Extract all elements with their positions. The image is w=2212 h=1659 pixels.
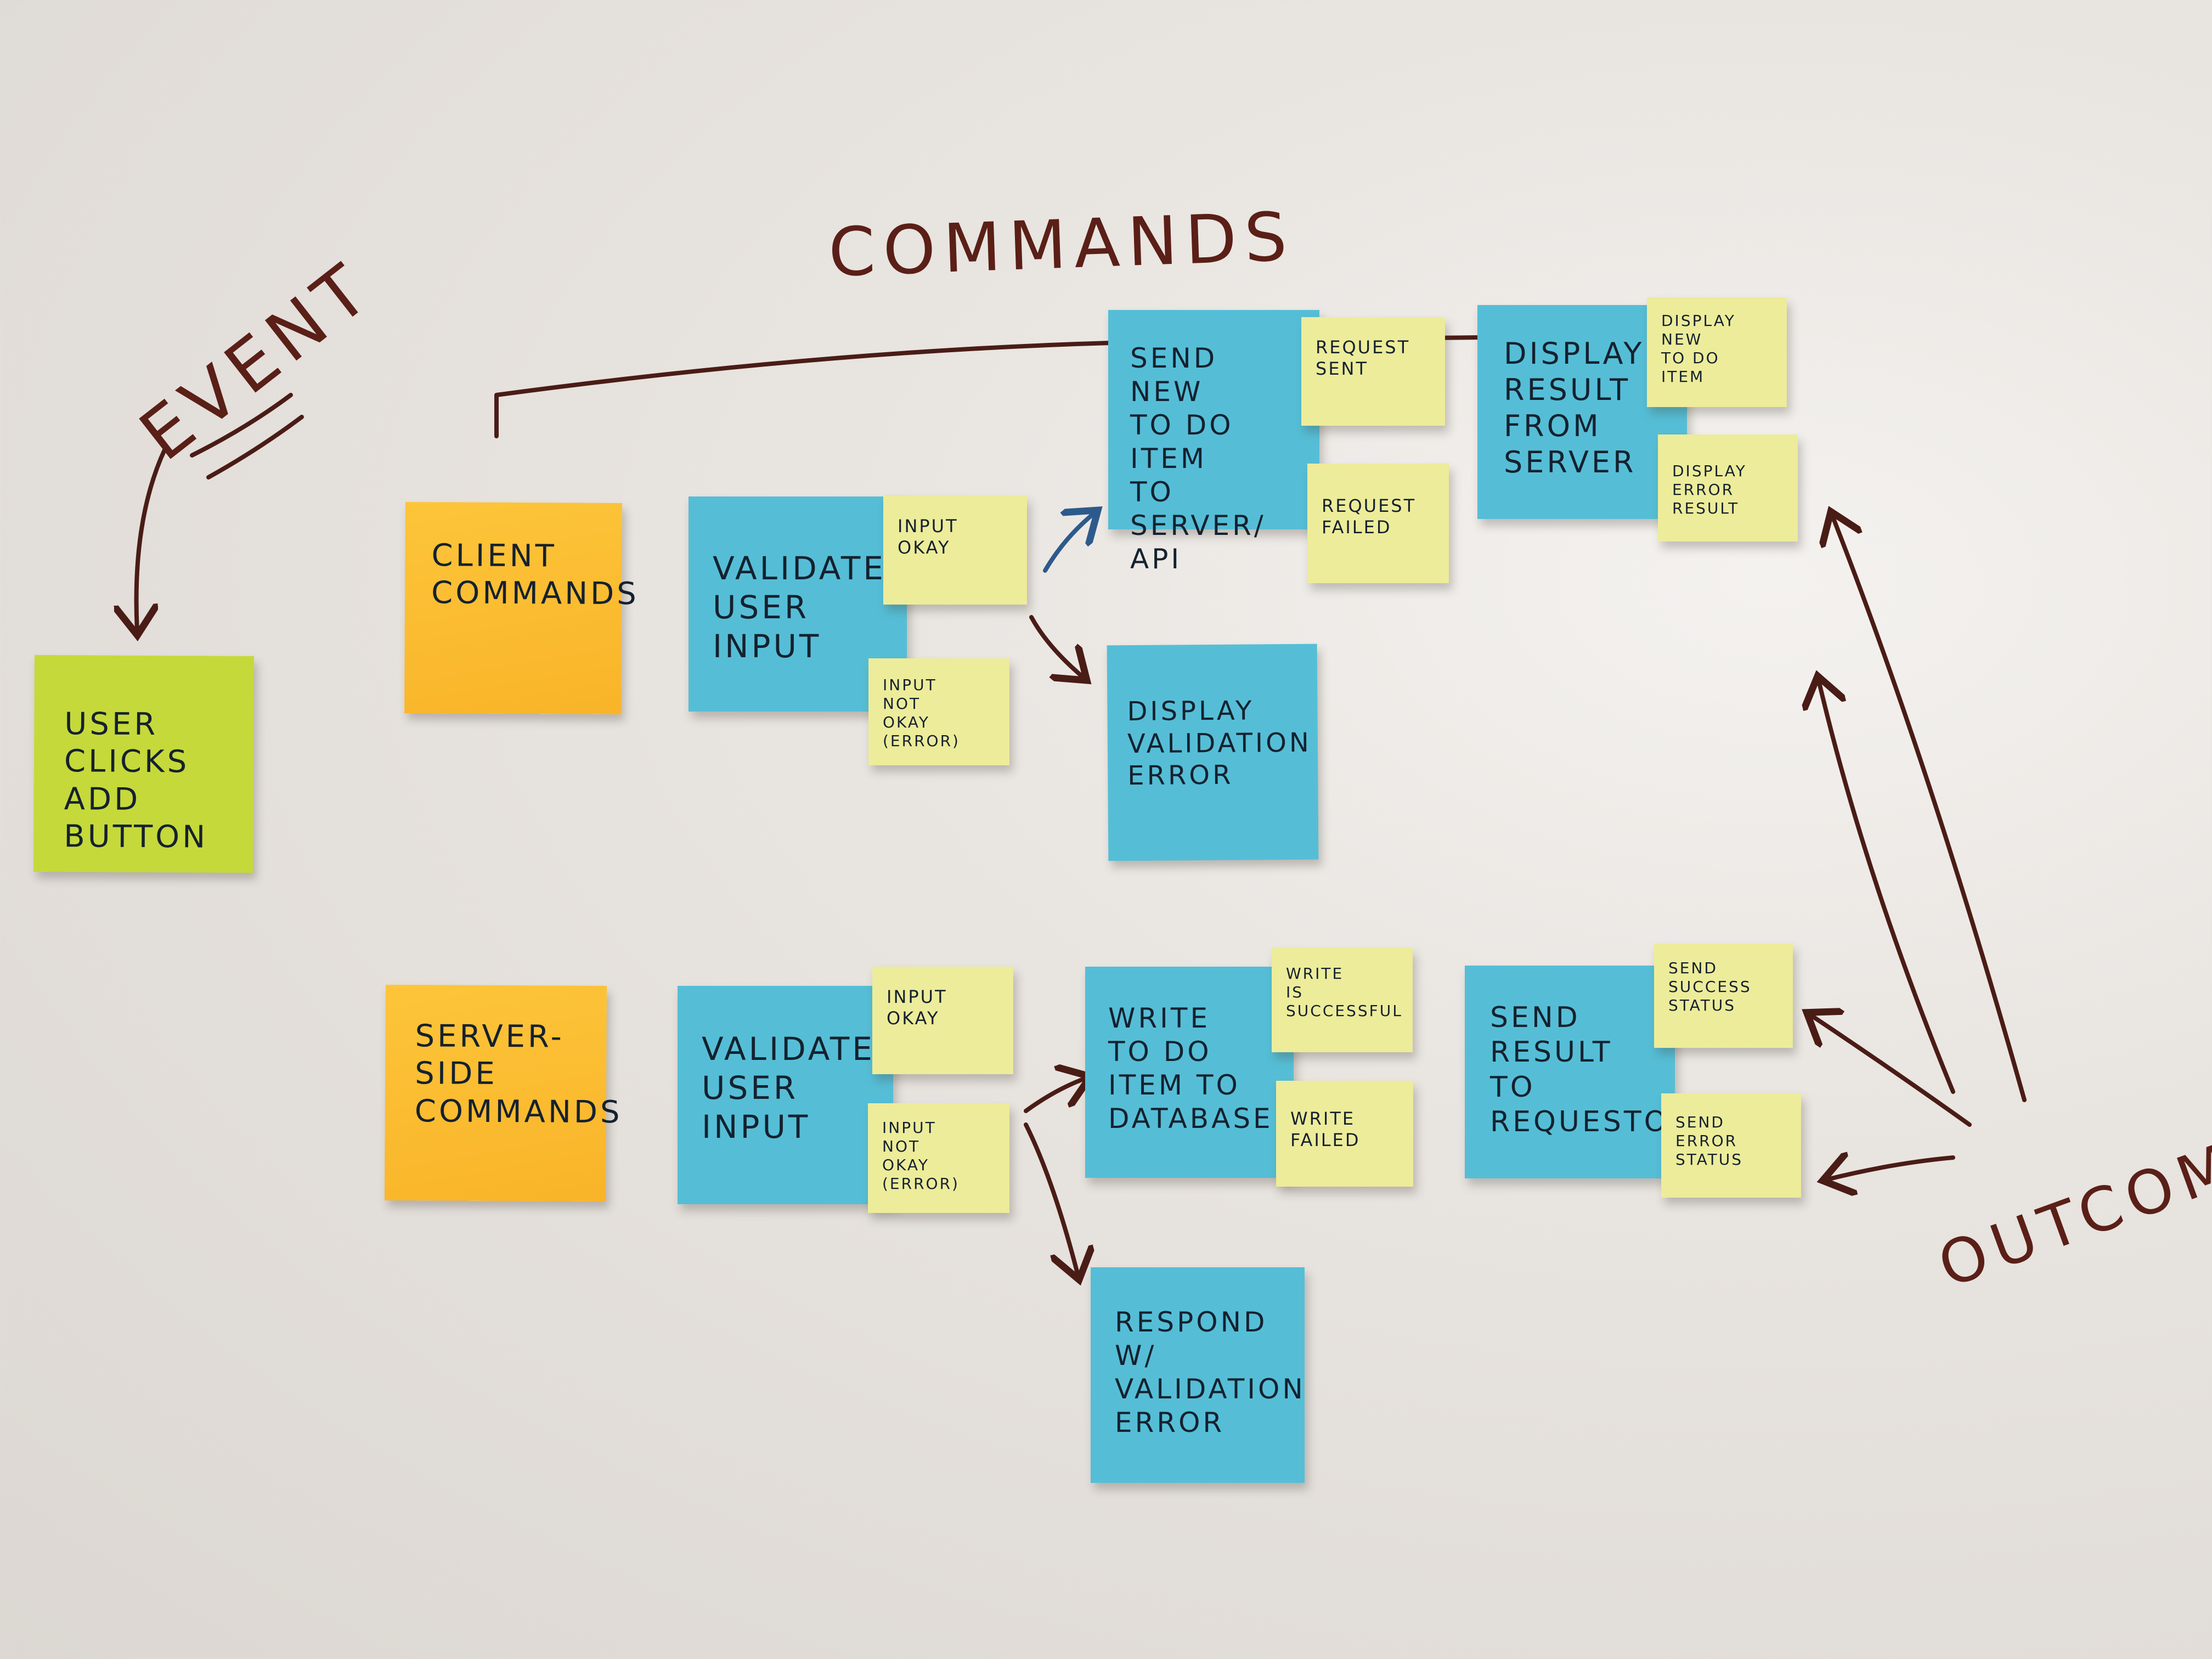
sticky-text: DISPLAY VALIDATION ERROR [1127,695,1312,792]
sticky-text: INPUT NOT OKAY (ERROR) [882,1119,960,1193]
sticky-text: DISPLAY RESULT FROM SERVER [1504,336,1645,479]
sticky-client-commands: CLIENT COMMANDS [404,501,639,715]
sticky-text: WRITE FAILED [1290,1108,1361,1151]
arrow-server-not-okay [1024,1122,1078,1276]
sticky-text: WRITE IS SUCCESSFUL [1286,964,1403,1020]
commands-label: COMMANDS [827,198,1296,292]
sticky-text: DISPLAY NEW TO DO ITEM [1661,312,1736,386]
sticky-server-input-not-okay: INPUT NOT OKAY (ERROR) [868,1103,1009,1213]
outcomes-arrow-client-new [1819,680,1955,1094]
sticky-text: WRITE TO DO ITEM TO DATABASE [1108,1002,1273,1135]
sticky-request-sent: REQUEST SENT [1301,317,1445,426]
sticky-send-result-to-requestor: SEND RESULT TO REQUESTOR [1465,966,1692,1178]
sticky-text: SEND SUCCESS STATUS [1668,959,1752,1015]
sticky-write-failed: WRITE FAILED [1276,1081,1413,1187]
sticky-text: INPUT OKAY [887,986,947,1029]
sticky-client-input-not-okay: INPUT NOT OKAY (ERROR) [868,658,1009,765]
sticky-write-todo-to-database: WRITE TO DO ITEM TO DATABASE [1085,967,1294,1178]
sticky-respond-with-validation-error: RESPOND W/ VALIDATION ERROR [1091,1267,1305,1483]
outcomes-arrow-client-error [1832,516,2027,1102]
sticky-write-is-successful: WRITE IS SUCCESSFUL [1272,948,1413,1052]
sticky-text: SEND ERROR STATUS [1675,1113,1743,1169]
arrow-server-okay [1024,1078,1086,1113]
sticky-client-input-okay: INPUT OKAY [883,496,1027,605]
sticky-text: RESPOND W/ VALIDATION ERROR [1115,1306,1306,1438]
sticky-user-clicks-add-button: USER CLICKS ADD BUTTON [33,654,255,873]
sticky-request-failed: REQUEST FAILED [1307,464,1449,583]
sticky-text: VALIDATE USER INPUT [713,550,886,665]
sticky-text: INPUT OKAY [898,516,958,558]
arrow-client-not-okay [1029,615,1084,678]
sticky-send-success-status: SEND SUCCESS STATUS [1654,944,1793,1048]
sticky-text: REQUEST FAILED [1322,495,1417,538]
sticky-text: REQUEST SENT [1316,337,1410,380]
event-underline [190,393,293,458]
sticky-server-validate-user-input: VALIDATE USER INPUT [678,986,893,1204]
sticky-text: INPUT NOT OKAY (ERROR) [883,676,960,751]
sticky-text: DISPLAY ERROR RESULT [1672,462,1747,518]
sticky-text: SEND NEW TO DO ITEM TO SERVER/ API [1130,342,1266,575]
sticky-text: SERVER- SIDE COMMANDS [414,1018,623,1130]
sticky-text: VALIDATE USER INPUT [702,1030,875,1146]
sticky-text: SEND RESULT TO REQUESTOR [1490,1001,1692,1139]
sticky-text: USER CLICKS ADD BUTTON [64,706,208,855]
event-arrow [137,448,167,631]
sticky-display-validation-error: DISPLAY VALIDATION ERROR [1107,644,1319,861]
event-underline-2 [206,415,304,479]
sticky-send-new-todo-to-server: SEND NEW TO DO ITEM TO SERVER/ API [1108,310,1319,575]
sticky-send-error-status: SEND ERROR STATUS [1661,1093,1801,1198]
sticky-text: CLIENT COMMANDS [431,538,639,612]
outcomes-arrow-success [1810,1015,1972,1127]
commands-bracket [494,341,1113,438]
outcomes-arrow-error [1827,1158,1955,1180]
sticky-server-side-commands: SERVER- SIDE COMMANDS [384,984,623,1202]
sticky-server-input-okay: INPUT OKAY [872,967,1013,1074]
arrow-client-okay [1043,513,1094,573]
sticky-display-new-todo-item: DISPLAY NEW TO DO ITEM [1647,297,1787,407]
sticky-display-error-result: DISPLAY ERROR RESULT [1658,435,1798,541]
sticky-client-validate-user-input: VALIDATE USER INPUT [689,496,907,712]
